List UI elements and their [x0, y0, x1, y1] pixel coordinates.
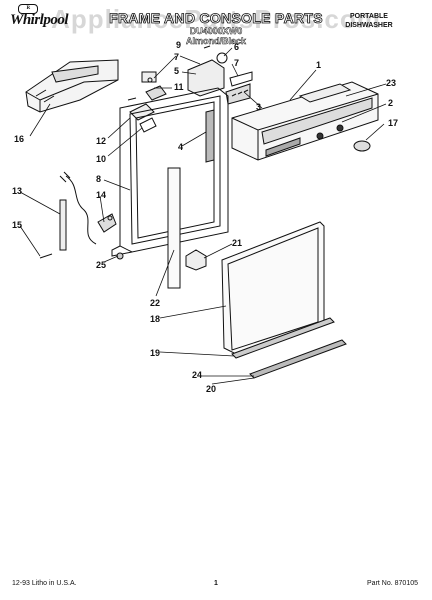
callout-14: 14 [96, 190, 107, 200]
callout-21: 21 [232, 238, 243, 248]
switch-assembly-part [187, 45, 253, 105]
callout-11: 11 [174, 82, 184, 92]
bottom-trim-part [249, 339, 347, 379]
clip-part [185, 249, 207, 271]
callout-22: 22 [150, 298, 161, 308]
callout-23: 23 [386, 78, 397, 88]
page-number: 1 [214, 580, 218, 587]
print-info: 12-93 Litho in U.S.A. [12, 580, 77, 587]
callout-25: 25 [96, 260, 107, 270]
callout-20: 20 [206, 384, 217, 394]
door-frame-part [111, 87, 229, 257]
callout-24: 24 [192, 370, 203, 380]
callout-1: 1 [316, 60, 322, 70]
part-number: Part No. 870105 [367, 580, 418, 587]
callout-17: 17 [388, 118, 399, 128]
appliance-type: PORTABLE DISHWASHER [324, 12, 414, 30]
wire-harness-part [39, 171, 124, 260]
callout-9: 9 [176, 40, 182, 50]
callout-16: 16 [14, 134, 25, 144]
callout-3: 3 [256, 102, 262, 112]
model-number: DU4000XW0 [189, 26, 243, 37]
console-panel-part [231, 81, 379, 161]
brand-logo: R Whirlpool [10, 4, 69, 29]
side-strip-part [167, 167, 181, 289]
color-option: Almond/Black [185, 36, 247, 47]
callout-10: 10 [96, 154, 107, 164]
callout-2: 2 [388, 98, 394, 108]
vent-duct-part [25, 59, 119, 113]
callout-18: 18 [150, 314, 161, 324]
callout-6: 6 [234, 42, 240, 52]
callout-5: 5 [174, 66, 180, 76]
page-title: FRAME AND CONSOLE PARTS [109, 10, 323, 27]
callout-19: 19 [150, 348, 161, 358]
callout-13: 13 [12, 186, 23, 196]
watermark: AppliancePartsPros.com [51, 4, 381, 34]
latch-hardware-part [127, 71, 167, 133]
appliance-type-line2: DISHWASHER [345, 22, 393, 29]
door-trim-part [231, 317, 335, 359]
callout-15: 15 [12, 220, 23, 230]
callout-8: 8 [96, 174, 102, 184]
appliance-type-line1: PORTABLE [350, 13, 388, 20]
callout-4: 4 [178, 142, 184, 152]
callout-12: 12 [96, 136, 107, 146]
brand-name: Whirlpool [10, 12, 69, 28]
brand-mark: R [18, 4, 38, 14]
callout-7a: 7 [234, 58, 240, 68]
knob-part [353, 140, 371, 152]
leader-lines [19, 47, 387, 385]
callout-7b: 7 [174, 52, 180, 62]
